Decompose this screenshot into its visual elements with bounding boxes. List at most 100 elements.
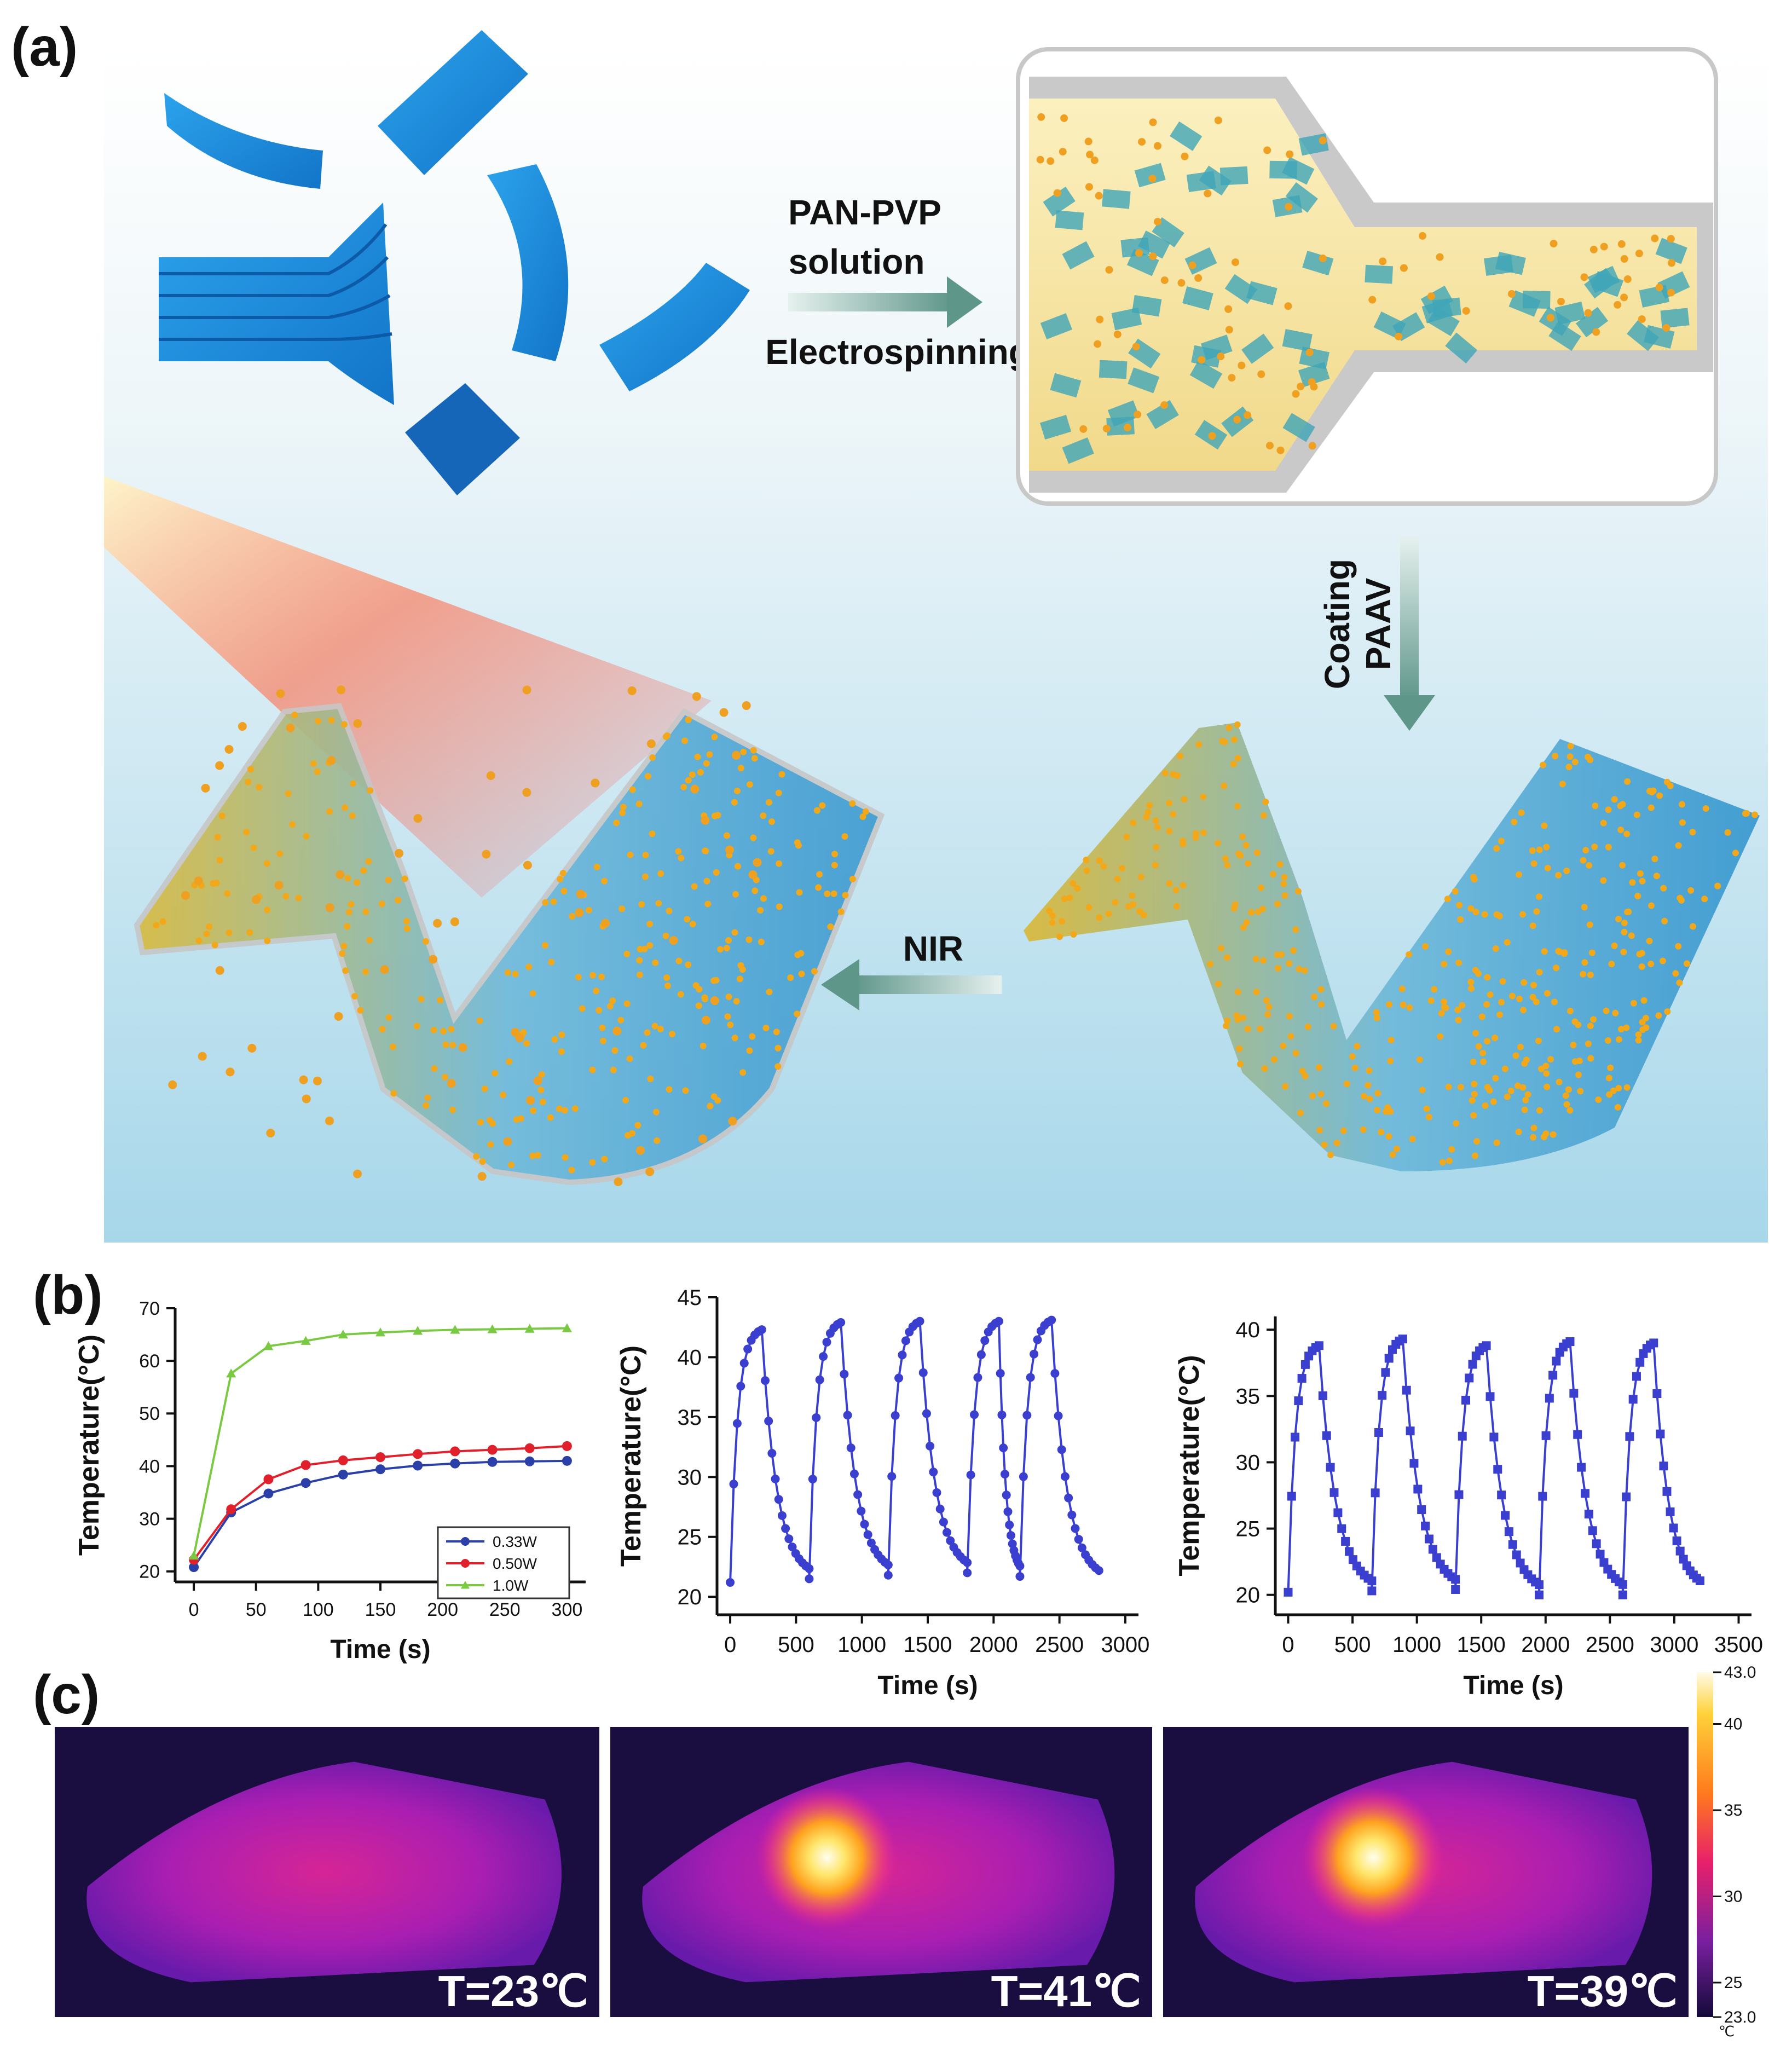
membrane-particle (1490, 1098, 1497, 1105)
membrane-particle (1484, 974, 1491, 981)
arrow1-label-line1: PAN-PVP (788, 193, 941, 232)
membrane-particle (1621, 928, 1628, 935)
data-point (1054, 1411, 1063, 1420)
membrane-particle (211, 941, 218, 949)
fiber-flake (1055, 210, 1084, 230)
membrane-particle (734, 863, 741, 870)
membrane-particle (1214, 840, 1221, 847)
membrane-particle (732, 891, 739, 898)
membrane-particle (1636, 951, 1643, 958)
data-point (1026, 1373, 1035, 1382)
x-tick-label: 1500 (1457, 1633, 1506, 1657)
membrane-particle (1585, 1040, 1592, 1047)
membrane-particle (675, 848, 682, 855)
membrane-particle (1591, 844, 1598, 851)
membrane-particle (703, 760, 710, 767)
membrane-particle (1605, 844, 1612, 851)
data-point (450, 1325, 460, 1334)
data-point (739, 1359, 749, 1368)
data-point (1381, 1368, 1390, 1377)
membrane-particle (1299, 1067, 1306, 1075)
membrane-particle (1521, 1060, 1528, 1067)
y-tick-label: 30 (139, 1509, 160, 1530)
membrane-particle (339, 950, 346, 957)
released-particle (719, 708, 729, 717)
membrane-particle (1587, 1055, 1594, 1062)
membrane-particle (1343, 1081, 1350, 1088)
membrane-particle (243, 829, 250, 836)
data-point (849, 1469, 859, 1478)
data-point (1581, 1489, 1590, 1498)
membrane-particle (824, 890, 831, 897)
arrow1-label-line2: solution (789, 242, 925, 281)
membrane-particle (830, 890, 837, 897)
data-point (1291, 1432, 1300, 1442)
panel-label-b: (b) (33, 1264, 103, 1326)
membrane-particle (1655, 1012, 1662, 1019)
data-point (1662, 1487, 1672, 1496)
membrane-particle (1137, 873, 1144, 880)
fiber-particle (1667, 288, 1675, 297)
membrane-particle (727, 1021, 734, 1029)
fiber-particle (1160, 401, 1169, 409)
y-tick-label: 35 (1236, 1384, 1261, 1408)
fiber-particle (1319, 136, 1327, 145)
x-tick-label: 100 (303, 1599, 334, 1620)
membrane-particle (689, 921, 696, 928)
membrane-particle (1231, 736, 1238, 743)
membrane-particle (662, 733, 669, 741)
membrane-particle (1530, 1124, 1537, 1131)
data-point (1329, 1488, 1339, 1497)
membrane-particle (626, 1055, 633, 1062)
membrane-particle (1152, 817, 1159, 824)
membrane-particle (1743, 810, 1750, 817)
released-particle (226, 1067, 235, 1077)
data-point (1451, 1585, 1460, 1594)
membrane-particle (1292, 1049, 1299, 1056)
membrane-particle (1470, 1112, 1477, 1119)
membrane-particle (610, 1066, 617, 1073)
data-point (929, 1468, 938, 1477)
membrane-particle (1242, 842, 1250, 849)
membrane-particle (418, 996, 425, 1003)
fiber-particle (1085, 183, 1093, 191)
membrane-particle (575, 974, 582, 981)
membrane-particle (831, 862, 838, 869)
data-point (1618, 1590, 1627, 1599)
membrane-particle (1556, 1078, 1563, 1085)
released-particle (701, 816, 710, 825)
data-point (1584, 1510, 1593, 1519)
membrane-particle (1105, 910, 1112, 917)
data-point (1003, 1507, 1013, 1516)
fiber-particle (1105, 265, 1113, 274)
membrane-particle (619, 809, 626, 816)
data-point (189, 1562, 199, 1573)
data-point (963, 1568, 972, 1578)
membrane-particle (413, 1022, 420, 1030)
x-axis-label: Time (s) (1463, 1671, 1563, 1700)
membrane-particle (652, 1108, 660, 1116)
fiber-particle (1238, 361, 1246, 369)
data-point (1695, 1576, 1704, 1585)
membrane-particle (1240, 1014, 1247, 1021)
membrane-particle (1501, 1065, 1508, 1072)
released-particle (334, 1012, 343, 1021)
released-particles (168, 685, 762, 1187)
data-point (1501, 1511, 1510, 1520)
membrane-particle (1561, 949, 1568, 956)
membrane-particle (1611, 796, 1618, 803)
membrane-particle (642, 852, 649, 859)
membrane-particle (1529, 922, 1536, 929)
released-particle (181, 891, 190, 900)
membrane-particle (1234, 755, 1241, 762)
membrane-particle (1575, 1071, 1582, 1078)
membrane-particle (1478, 1013, 1485, 1020)
membrane-particle (1294, 888, 1302, 895)
membrane-particle (1070, 880, 1077, 887)
membrane-particle (1511, 818, 1518, 825)
membrane-particle (508, 1162, 515, 1169)
membrane-particle (512, 970, 519, 978)
membrane-particle (1519, 911, 1527, 918)
membrane-particle (849, 875, 856, 882)
arrow-nir-shaft (854, 975, 1002, 994)
